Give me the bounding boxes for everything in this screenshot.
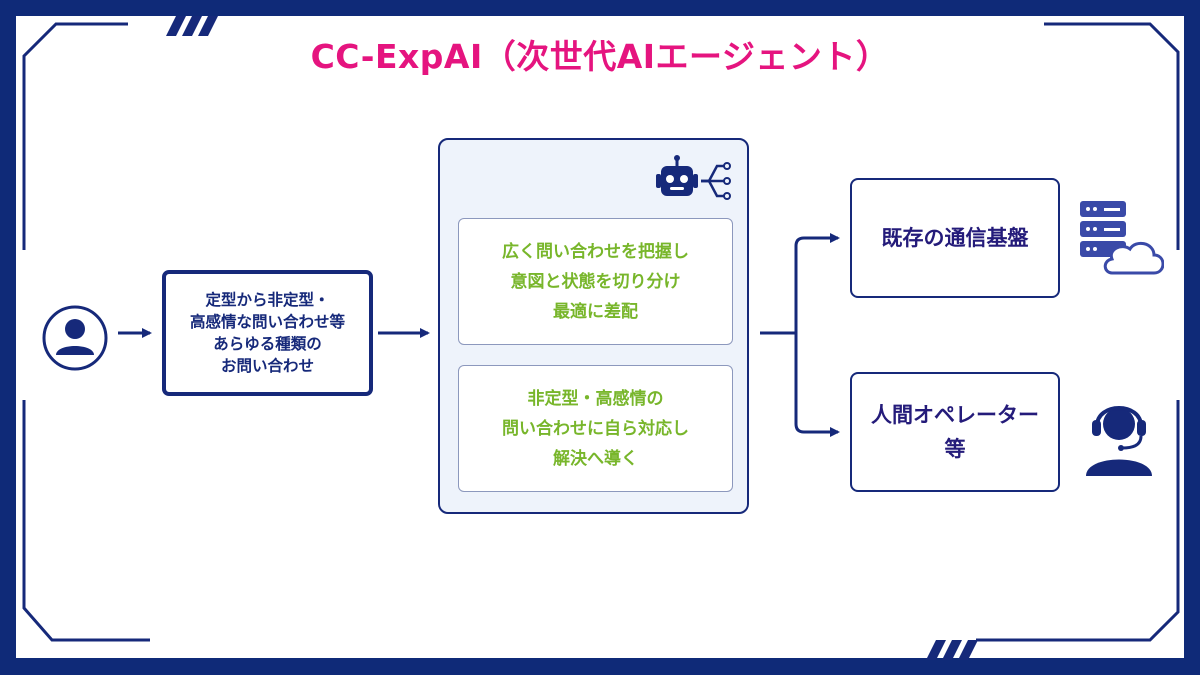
inquiry-input-box: 定型から非定型・ 高感情な問い合わせ等 あらゆる種類の お問い合わせ <box>162 270 373 396</box>
server-cloud-icon <box>1080 201 1164 275</box>
operator-headset-icon <box>1086 406 1152 476</box>
existing-infrastructure-box: 既存の通信基盤 <box>850 178 1060 298</box>
ai-agent-panel: 広く問い合わせを把握し 意図と状態を切り分け 最適に差配 非定型・高感情の 問い… <box>438 138 749 514</box>
user-icon <box>42 305 108 371</box>
robot-network-icon <box>656 155 731 200</box>
page-title: CC-ExpAI（次世代AIエージェント） <box>310 37 890 76</box>
ai-resolution-block: 非定型・高感情の 問い合わせに自ら対応し 解決へ導く <box>458 365 733 492</box>
human-operator-box: 人間オペレーター 等 <box>850 372 1060 492</box>
ai-routing-block: 広く問い合わせを把握し 意図と状態を切り分け 最適に差配 <box>458 218 733 345</box>
